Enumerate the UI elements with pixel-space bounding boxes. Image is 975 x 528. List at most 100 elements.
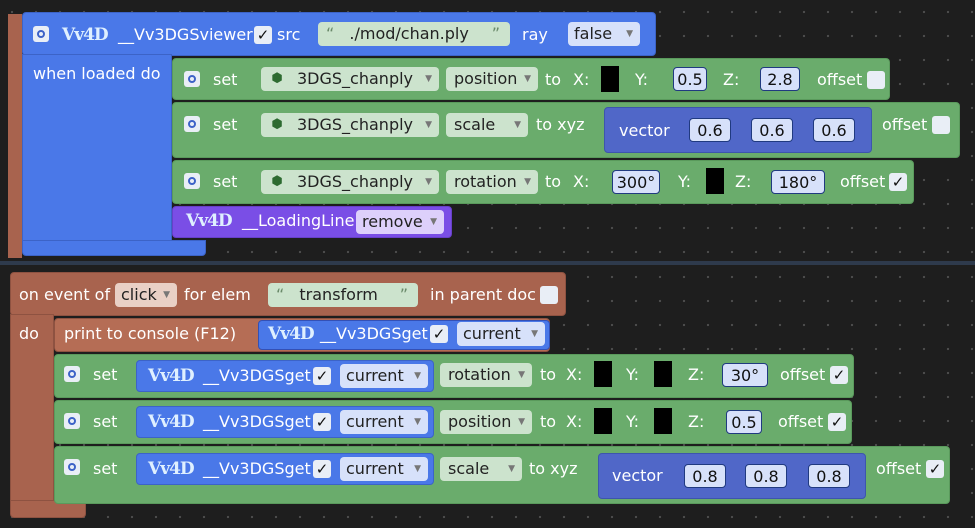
chevron-down-icon: ▼ bbox=[626, 29, 633, 39]
offset-checkbox-checked[interactable]: ✓ bbox=[830, 366, 848, 384]
property-dropdown[interactable]: rotation ▼ bbox=[440, 363, 532, 387]
object-dropdown[interactable]: ⬢ 3DGS_chanply ▼ bbox=[261, 170, 439, 194]
property-value: scale bbox=[448, 459, 490, 478]
to-xyz-label: to xyz bbox=[529, 459, 578, 478]
object-value: 3DGS_chanply bbox=[297, 172, 414, 191]
viewer-checkbox[interactable]: ✓ bbox=[254, 26, 272, 44]
get-mode-value: current bbox=[463, 324, 521, 343]
property-dropdown[interactable]: rotation ▼ bbox=[446, 170, 538, 194]
offset-label: offset bbox=[780, 365, 826, 384]
property-dropdown[interactable]: position ▼ bbox=[440, 410, 532, 434]
for-elem-label: for elem bbox=[184, 285, 251, 304]
offset-label: offset bbox=[778, 412, 824, 431]
axis-x-label: X: bbox=[573, 70, 590, 89]
cube-icon: ⬢ bbox=[271, 71, 283, 86]
property-dropdown[interactable]: scale ▼ bbox=[440, 457, 522, 481]
get-mode-dropdown[interactable]: current ▼ bbox=[340, 364, 428, 388]
elem-input[interactable]: “ transform ” bbox=[268, 283, 418, 307]
property-value: position bbox=[454, 69, 518, 88]
gear-icon[interactable] bbox=[184, 71, 200, 87]
set-label: set bbox=[93, 459, 118, 478]
gear-icon[interactable] bbox=[64, 413, 80, 429]
chevron-down-icon: ▼ bbox=[414, 464, 421, 474]
cube-icon: ⬢ bbox=[271, 174, 283, 189]
rotation-x-value[interactable]: 300° bbox=[612, 170, 660, 194]
gear-icon[interactable] bbox=[33, 26, 49, 42]
get-checkbox[interactable]: ✓ bbox=[313, 460, 331, 478]
get-checkbox[interactable]: ✓ bbox=[313, 413, 331, 431]
chevron-down-icon: ▼ bbox=[518, 417, 525, 427]
property-value: rotation bbox=[454, 172, 517, 191]
property-dropdown[interactable]: scale ▼ bbox=[446, 113, 528, 137]
event-label: on event of bbox=[19, 285, 111, 304]
set-label: set bbox=[213, 172, 238, 191]
offset-checkbox[interactable] bbox=[932, 116, 950, 134]
rotation-z-value[interactable]: 180° bbox=[771, 170, 825, 194]
event-block[interactable] bbox=[10, 272, 566, 316]
empty-input-socket[interactable] bbox=[654, 408, 672, 434]
gear-icon[interactable] bbox=[64, 366, 80, 382]
set-label: set bbox=[213, 115, 238, 134]
get-mode-value: current bbox=[346, 412, 404, 431]
ray-dropdown[interactable]: false ▼ bbox=[568, 22, 640, 46]
position-z-value[interactable]: 2.8 bbox=[760, 67, 800, 91]
gear-icon[interactable] bbox=[184, 116, 200, 132]
event-dropdown[interactable]: click ▼ bbox=[115, 283, 177, 307]
event-block-foot bbox=[10, 500, 86, 518]
empty-input-socket[interactable] bbox=[594, 408, 612, 434]
empty-input-socket[interactable] bbox=[601, 66, 619, 92]
offset-checkbox[interactable] bbox=[867, 71, 885, 89]
quote-open-icon: “ bbox=[326, 24, 335, 43]
get-mode-dropdown[interactable]: current ▼ bbox=[340, 457, 428, 481]
object-dropdown[interactable]: ⬢ 3DGS_chanply ▼ bbox=[261, 113, 439, 137]
chevron-down-icon: ▼ bbox=[531, 329, 538, 339]
scale-y-value[interactable]: 0.8 bbox=[745, 464, 787, 488]
chevron-down-icon: ▼ bbox=[508, 464, 515, 474]
get-mode-dropdown[interactable]: current ▼ bbox=[457, 322, 545, 346]
axis-z-label: Z: bbox=[723, 70, 740, 89]
axis-x-label: X: bbox=[566, 365, 583, 384]
quote-close-icon: ” bbox=[491, 24, 500, 43]
scale-y-value[interactable]: 0.6 bbox=[751, 118, 793, 142]
in-parent-checkbox[interactable] bbox=[540, 286, 558, 304]
scale-z-value[interactable]: 0.8 bbox=[808, 464, 850, 488]
offset-checkbox-checked[interactable]: ✓ bbox=[926, 460, 944, 478]
gear-icon[interactable] bbox=[64, 459, 80, 475]
gear-icon[interactable] bbox=[184, 173, 200, 189]
scale-z-value[interactable]: 0.6 bbox=[813, 118, 855, 142]
src-value: ./mod/chan.ply bbox=[349, 24, 469, 43]
set-label: set bbox=[213, 70, 238, 89]
get-checkbox[interactable]: ✓ bbox=[313, 367, 331, 385]
offset-checkbox-checked[interactable]: ✓ bbox=[828, 413, 846, 431]
scale-x-value[interactable]: 0.6 bbox=[689, 118, 731, 142]
axis-y-label: Y: bbox=[635, 70, 649, 89]
src-label: src bbox=[277, 25, 301, 44]
axis-z-label: Z: bbox=[688, 412, 705, 431]
rotation-z-value[interactable]: 30° bbox=[722, 363, 768, 387]
offset-checkbox-checked[interactable]: ✓ bbox=[889, 173, 907, 191]
get-checkbox[interactable]: ✓ bbox=[430, 325, 448, 343]
to-label: to bbox=[540, 412, 557, 431]
scale-x-value[interactable]: 0.8 bbox=[684, 464, 726, 488]
vv4d-logo: Vv4D bbox=[148, 366, 195, 386]
cube-icon: ⬢ bbox=[271, 117, 283, 132]
chevron-down-icon: ▼ bbox=[430, 217, 437, 227]
to-xyz-label: to xyz bbox=[536, 115, 585, 134]
object-dropdown[interactable]: ⬢ 3DGS_chanply ▼ bbox=[261, 67, 439, 91]
event-block-body[interactable] bbox=[10, 314, 54, 506]
src-input[interactable]: “ ./mod/chan.ply ” bbox=[318, 22, 510, 46]
position-z-value[interactable]: 0.5 bbox=[726, 410, 762, 434]
vector-label: vector bbox=[619, 121, 670, 140]
quote-open-icon: “ bbox=[276, 285, 285, 304]
position-y-value[interactable]: 0.5 bbox=[673, 67, 707, 91]
empty-input-socket[interactable] bbox=[594, 361, 612, 387]
get-mode-dropdown[interactable]: current ▼ bbox=[340, 410, 428, 434]
empty-input-socket[interactable] bbox=[706, 168, 724, 194]
empty-input-socket[interactable] bbox=[654, 361, 672, 387]
viewer-block-body[interactable] bbox=[22, 54, 172, 246]
print-label: print to console (F12) bbox=[64, 324, 237, 343]
vector-label: vector bbox=[612, 466, 663, 485]
property-dropdown[interactable]: position ▼ bbox=[446, 67, 538, 91]
axis-y-label: Y: bbox=[678, 172, 692, 191]
loading-action-dropdown[interactable]: remove ▼ bbox=[356, 210, 444, 234]
